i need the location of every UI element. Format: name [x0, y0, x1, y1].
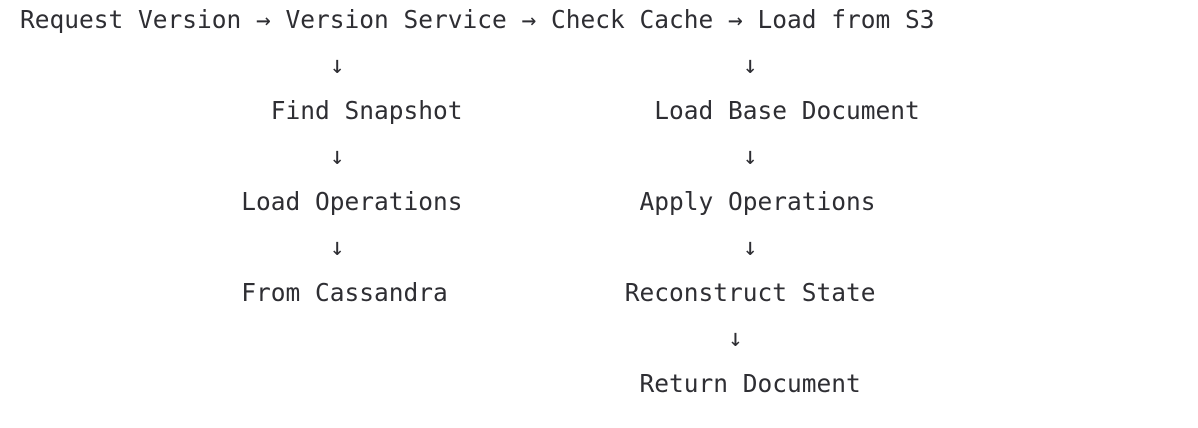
- diagram-line-operations: Load Operations Apply Operations: [20, 187, 876, 216]
- diagram-line-main-flow: Request Version → Version Service → Chec…: [20, 5, 935, 34]
- diagram-line-cassandra-reconstruct: From Cassandra Reconstruct State: [20, 278, 876, 307]
- diagram-line-return-document: Return Document: [20, 369, 861, 398]
- diagram-line-arrows: ↓ ↓: [20, 232, 758, 261]
- diagram-line-arrow: ↓: [20, 323, 743, 352]
- diagram-line-snapshot-base-document: Find Snapshot Load Base Document: [20, 96, 920, 125]
- diagram-line-arrows: ↓ ↓: [20, 141, 758, 170]
- diagram-line-arrows: ↓ ↓: [20, 50, 758, 79]
